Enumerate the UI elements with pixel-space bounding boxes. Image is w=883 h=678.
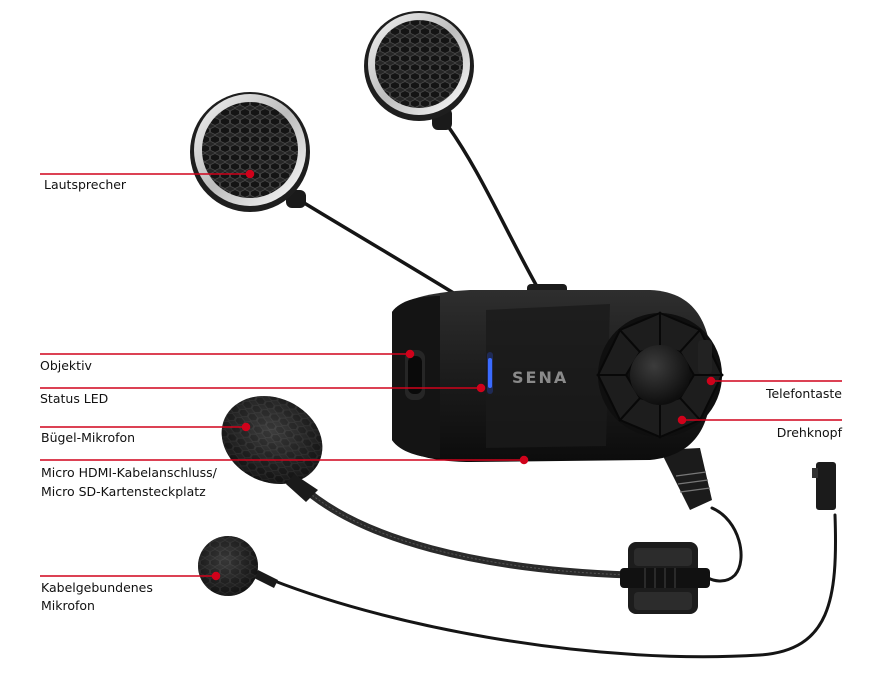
brand-logo: SENA: [512, 368, 568, 387]
boom-microphone: [221, 396, 323, 502]
callout-lines: [40, 169, 842, 581]
label-wired-mic-line1: Kabelgebundenes: [41, 580, 153, 595]
label-port-line2: Micro SD-Kartensteckplatz: [41, 484, 206, 499]
label-wired-mic-line2: Mikrofon: [41, 598, 95, 613]
cables: [270, 120, 837, 659]
boom-microphone-assembly: [296, 481, 710, 614]
label-jog-dial: Drehknopf: [776, 425, 842, 440]
connector-plug-right: [812, 462, 836, 510]
jog-dial: [630, 345, 690, 405]
speaker-left: [190, 92, 310, 212]
cable-connector: [660, 448, 712, 510]
label-port-line1: Micro HDMI-Kabelanschluss/: [41, 465, 217, 480]
speaker-top: [364, 11, 474, 130]
label-phone-button: Telefontaste: [765, 386, 842, 401]
label-lens: Objektiv: [40, 358, 92, 373]
headset-main-unit: SENA: [392, 284, 724, 462]
label-speaker: Lautsprecher: [44, 177, 127, 192]
wired-microphone: [198, 536, 278, 596]
phone-button: [698, 340, 712, 374]
label-status-led: Status LED: [40, 391, 109, 406]
status-led: [488, 358, 492, 388]
label-boom-mic: Bügel-Mikrofon: [41, 430, 136, 445]
